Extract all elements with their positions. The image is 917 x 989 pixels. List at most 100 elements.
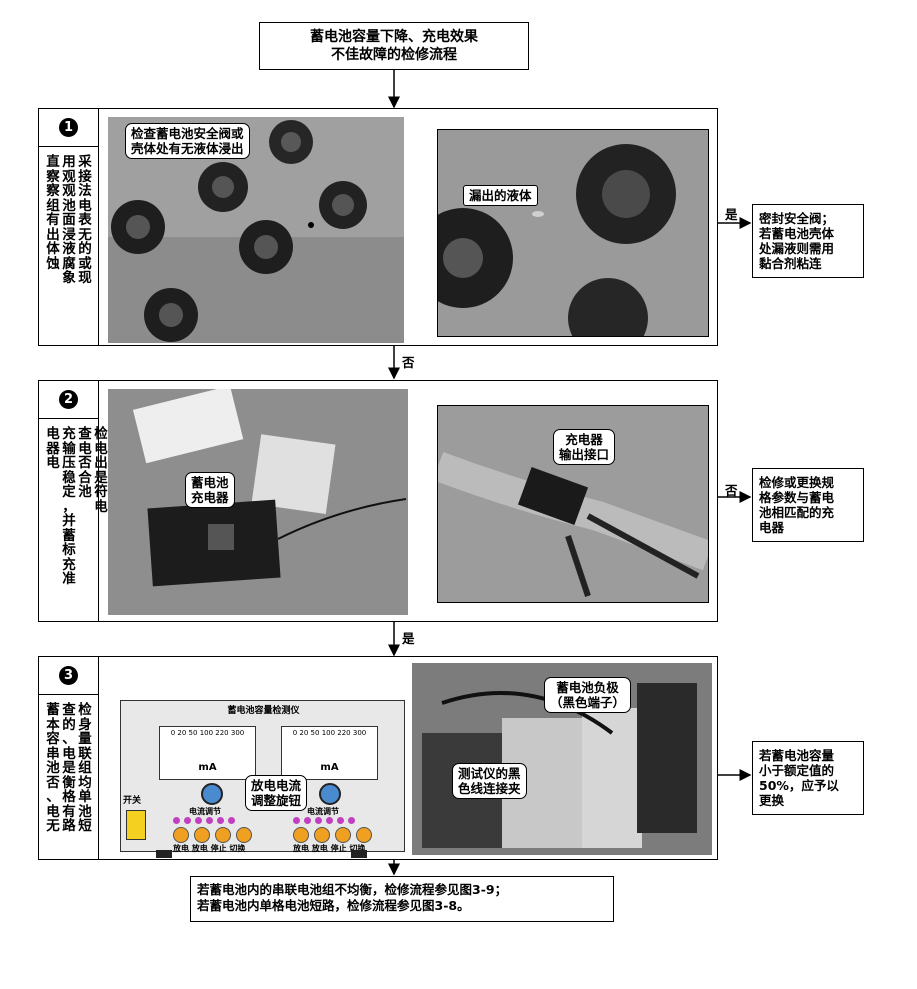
tester-foot — [156, 850, 172, 858]
result-line: 更换 — [759, 793, 785, 808]
step-1-main-callout: 检查蓄电池安全阀或 壳体处有无液体浸出 — [125, 123, 250, 159]
vertical-char: 检 — [94, 426, 108, 442]
vertical-char: 组 — [46, 197, 60, 214]
callout-line-1: 检查蓄电池安全阀或 — [131, 126, 244, 141]
tester-body: 蓄电池容量检测仪 0 20 50 100 220 300 mA 0 20 50 … — [120, 700, 405, 858]
step-1-description: 采接法电表无的或现 用观观池面浸液腐象 直察察组有出体蚀 — [39, 147, 99, 345]
result-line: 电器 — [759, 520, 785, 535]
current-adjust-label-right: 电流调节 — [307, 807, 339, 816]
step-3-col-2: 查的、电是衡格有路 — [61, 703, 77, 834]
tester-foot — [351, 850, 367, 858]
vertical-char: 串 — [46, 745, 60, 762]
vertical-char: 否 — [78, 455, 92, 471]
vertical-char: 池 — [78, 803, 92, 820]
charger-illustration — [108, 389, 408, 615]
switch-button[interactable] — [236, 827, 252, 843]
vertical-char: 电 — [46, 803, 60, 820]
vertical-char: 有 — [62, 803, 76, 820]
callout-line-2: 充电器 — [191, 490, 229, 505]
discharge-button[interactable] — [173, 827, 189, 843]
power-switch[interactable] — [126, 810, 146, 840]
vertical-char: 池 — [78, 484, 92, 500]
result-line: 池相匹配的充 — [759, 505, 835, 520]
vertical-char: 池 — [62, 197, 76, 214]
vertical-char: 检 — [78, 702, 92, 718]
no-label-after-step-1: 否 — [402, 355, 415, 370]
title-line-1: 蓄电池容量下降、充电效果 — [310, 29, 478, 45]
vertical-char: 观 — [62, 168, 76, 185]
title-line-2: 不佳故障的检修流程 — [331, 47, 457, 63]
vertical-char: 短 — [78, 818, 92, 834]
step-3-result: 若蓄电池容量 小于额定值的 50%，应予以 更换 — [752, 741, 864, 815]
final-line-1: 若蓄电池内的串联电池组不均衡，检修流程参见图3-9； — [197, 882, 508, 897]
vertical-char: 无 — [78, 226, 92, 243]
current-knob-right[interactable] — [319, 783, 341, 805]
result-line: 密封安全阀； — [759, 211, 835, 226]
vertical-char: 腐 — [62, 255, 76, 272]
vertical-char: 现 — [78, 270, 92, 286]
callout-line-2: 壳体处有无液体浸出 — [131, 141, 244, 156]
result-line: 黏合剂粘连 — [759, 256, 822, 271]
stop-button[interactable] — [335, 827, 351, 843]
vertical-char: 电 — [78, 197, 92, 214]
vertical-char: ， — [62, 498, 76, 515]
step-2-no-label: 否 — [725, 483, 738, 498]
vertical-char: 电 — [46, 426, 60, 442]
step-1-yes-label: 是 — [725, 207, 738, 222]
vertical-char: 容 — [46, 731, 60, 747]
current-knob-left[interactable] — [201, 783, 223, 805]
step-3-col-3: 蓄本容串池否、电无 — [45, 703, 61, 834]
vertical-char: 电 — [46, 455, 60, 471]
step-2-result: 检修或更换规 格参数与蓄电 池相匹配的充 电器 — [752, 468, 864, 542]
result-line: 若蓄电池容量 — [759, 748, 835, 763]
step-3-description: 检身量联组均单池短 查的、电是衡格有路 蓄本容串池否、电无 — [39, 695, 99, 859]
vertical-char: 浸 — [62, 226, 76, 243]
vertical-char: 充 — [62, 426, 76, 442]
vertical-char: 格 — [62, 789, 76, 805]
step-1-col-3: 直察察组有出体蚀 — [45, 155, 61, 286]
vertical-char: 身 — [78, 716, 92, 733]
vertical-char: 或 — [78, 255, 92, 272]
callout-line-1: 蓄电池负极 — [556, 680, 619, 695]
callout-line-2: （黑色端子） — [550, 695, 626, 710]
discharge-button[interactable] — [314, 827, 330, 843]
yes-label-after-step-2: 是 — [402, 631, 415, 646]
discharge-button[interactable] — [293, 827, 309, 843]
callout-line-1: 放电电流 — [251, 778, 302, 793]
charger-output-inset — [437, 405, 709, 603]
meter-scale: 0 20 50 100 220 300 — [292, 729, 367, 737]
vertical-char: 否 — [46, 774, 60, 791]
discharge-button[interactable] — [194, 827, 210, 843]
meter-right: 0 20 50 100 220 300 mA — [281, 726, 378, 780]
final-line-2: 若蓄电池内单格电池短路，检修流程参见图3-8。 — [197, 898, 470, 913]
vertical-char: 、 — [62, 731, 76, 747]
vertical-char: 路 — [62, 818, 76, 834]
vertical-char: 电 — [94, 498, 108, 515]
step-2-col-3: 充输压稳定，并蓄标充准 — [61, 427, 77, 587]
vertical-char: 蓄 — [46, 702, 60, 718]
step-2-col-4: 电器电 — [45, 427, 61, 587]
vertical-char: 池 — [46, 760, 60, 776]
step-2-panel: 2 检电出是符电 查电否合池 充输压稳定，并蓄标充准 电器电 蓄电池 充电器 — [38, 380, 718, 622]
leaked-liquid-label: 漏出的液体 — [463, 185, 538, 206]
vertical-char: 液 — [62, 241, 76, 257]
vertical-char: 采 — [78, 154, 92, 170]
callout-line-1: 充电器 — [565, 432, 603, 447]
stop-button[interactable] — [215, 827, 231, 843]
vertical-char: 均 — [78, 774, 92, 791]
button-labels-right: 放电 放电 停止 切换 — [293, 844, 366, 853]
vertical-char: 电 — [78, 440, 92, 457]
vertical-char: 是 — [94, 469, 108, 486]
negative-terminal-callout: 蓄电池负极 （黑色端子） — [544, 677, 632, 713]
vertical-char: 表 — [78, 212, 92, 228]
result-line: 若蓄电池壳体 — [759, 226, 835, 241]
meter-unit: mA — [198, 762, 217, 773]
vertical-char: 直 — [46, 154, 60, 170]
vertical-char: 体 — [46, 241, 60, 257]
charger-callout: 蓄电池 充电器 — [185, 472, 235, 508]
switch-button[interactable] — [356, 827, 372, 843]
callout-line-1: 测试仪的黑 — [458, 766, 521, 781]
vertical-char: 量 — [78, 731, 92, 747]
meter-scale: 0 20 50 100 220 300 — [170, 729, 245, 737]
